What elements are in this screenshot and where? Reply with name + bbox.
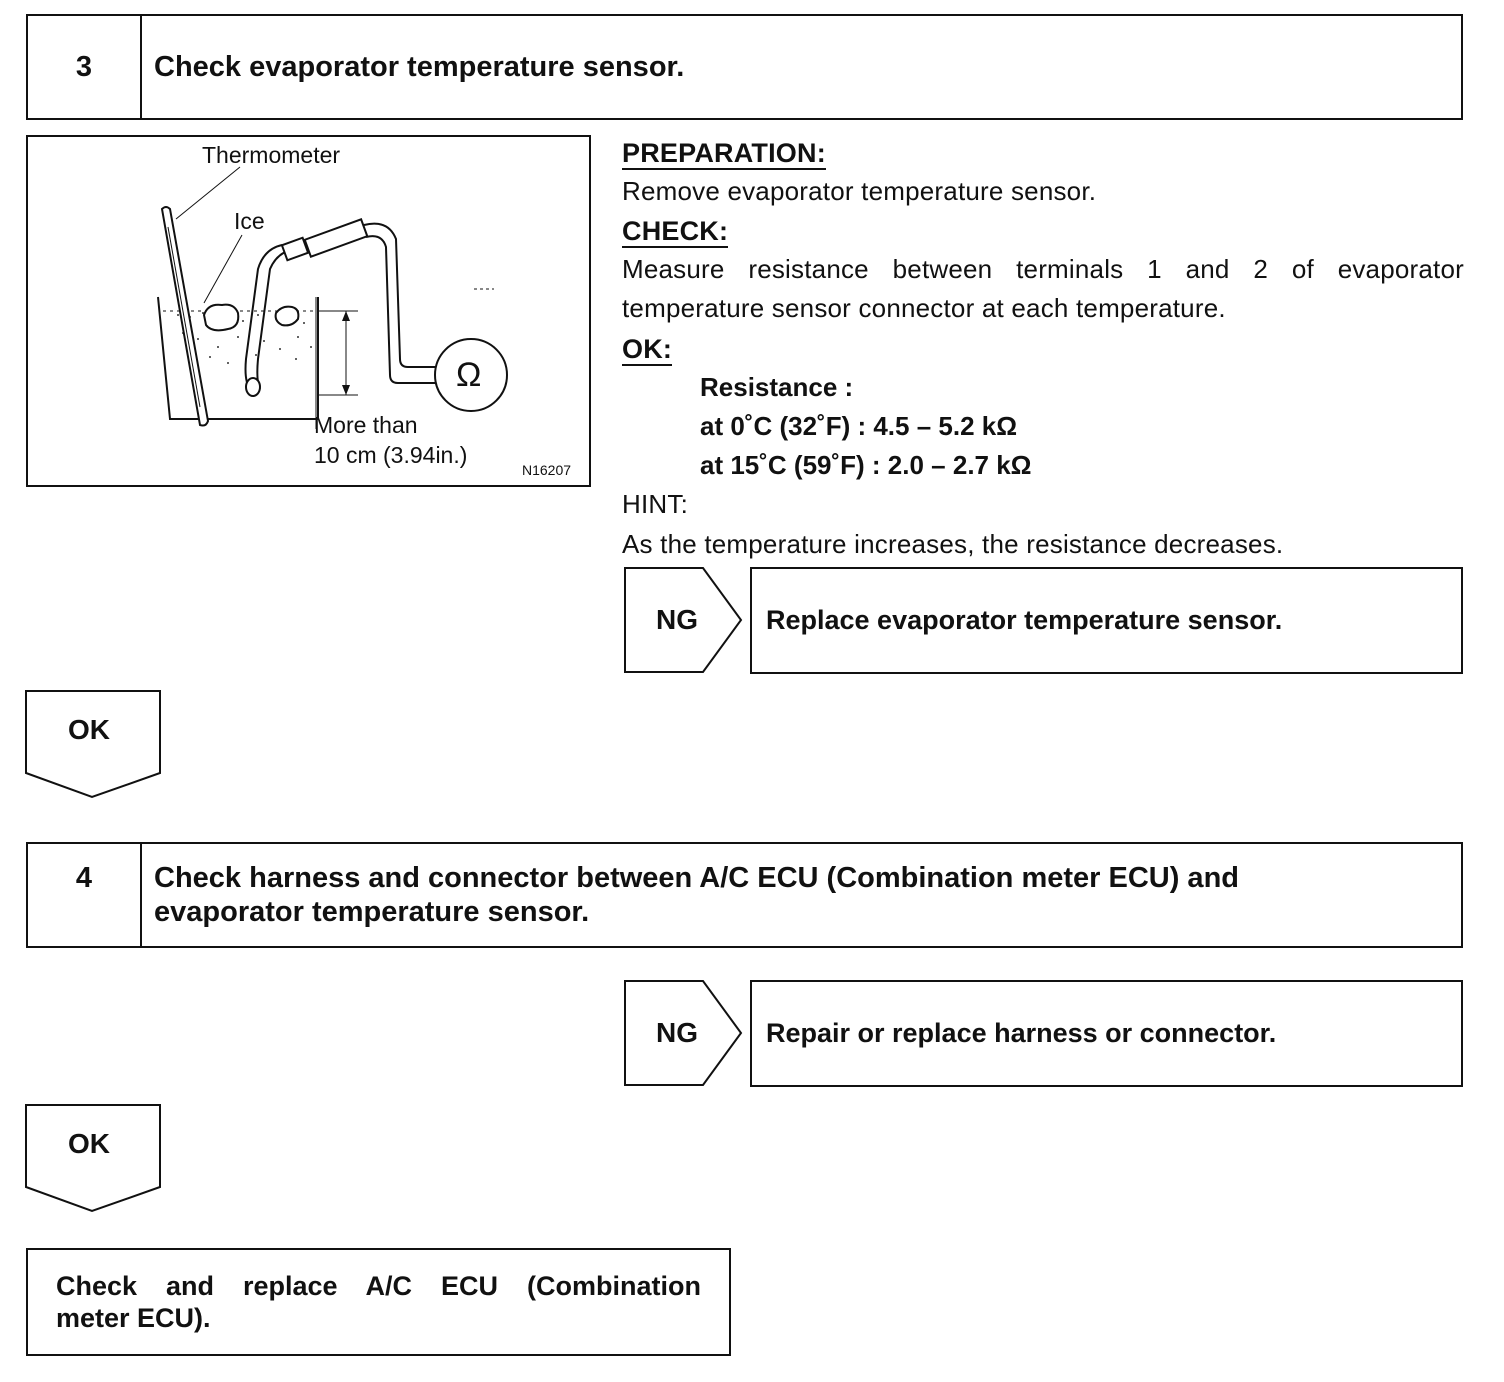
hint-text: As the temperature increases, the resist… — [622, 529, 1284, 559]
ng-action-text: Replace evaporator temperature sensor. — [766, 605, 1283, 635]
step-3-title: Check evaporator temperature sensor. — [154, 51, 685, 83]
step-3-number: 3 — [28, 16, 142, 118]
sensor-test-figure: Thermometer Ice More than 10 cm (3.94in.… — [26, 135, 591, 487]
check-heading: CHECK: — [622, 216, 729, 248]
ok-heading-row: OK: — [622, 330, 1464, 369]
temperature-sensor — [244, 218, 436, 397]
ok-arrow-shape — [25, 1104, 161, 1213]
preparation-heading-row: PREPARATION: — [622, 134, 1464, 173]
ok-heading: OK: — [622, 334, 673, 366]
final-action-line-2: meter ECU). — [56, 1303, 211, 1333]
check-text-line-1: Measure resistance between terminals 1 a… — [622, 254, 1464, 284]
final-action-box: Check and replace A/C ECU (Combination m… — [26, 1248, 731, 1356]
step-4-title-line-1: Check harness and connector between A/C … — [154, 862, 1239, 894]
preparation-text: Remove evaporator temperature sensor. — [622, 176, 1097, 206]
depth-label-line-1: More than — [314, 412, 418, 438]
ice-water-container — [157, 296, 319, 420]
ng-tag-shape — [624, 567, 743, 673]
ok-tag-label: OK — [68, 1128, 110, 1159]
spec-title: Resistance : — [700, 372, 854, 402]
final-action-line-1: Check and replace A/C ECU (Combination — [56, 1271, 701, 1301]
ng-action-box: Repair or replace harness or connector. — [750, 980, 1463, 1087]
step-4-title-line-2: evaporator temperature sensor. — [154, 896, 590, 928]
ice-cube — [274, 305, 300, 327]
ok-arrow-shape — [25, 690, 161, 799]
thermometer-label: Thermometer — [202, 142, 341, 168]
ice-label: Ice — [234, 208, 265, 234]
ng-action-text: Repair or replace harness or connector. — [766, 1018, 1277, 1048]
step-4-title: Check harness and connector between A/C … — [154, 844, 1441, 946]
ok-tag-label: OK — [68, 714, 110, 745]
step-4-number: 4 — [28, 844, 142, 946]
step-3-header: 3 Check evaporator temperature sensor. — [26, 14, 1463, 120]
preparation-heading: PREPARATION: — [622, 138, 826, 170]
ohm-symbol: Ω — [456, 356, 482, 394]
ng-tag-shape — [624, 980, 743, 1086]
thermometer — [160, 206, 210, 427]
ng-action-box: Replace evaporator temperature sensor. — [750, 567, 1463, 674]
ohmmeter — [434, 338, 508, 412]
hint-heading: HINT: — [622, 489, 688, 519]
spec-row-15c: at 15˚C (59˚F) : 2.0 – 2.7 kΩ — [700, 450, 1032, 480]
spec-row-0c: at 0˚C (32˚F) : 4.5 – 5.2 kΩ — [700, 411, 1018, 441]
check-heading-row: CHECK: — [622, 212, 1464, 251]
figure-code: N16207 — [522, 462, 572, 478]
ng-tag-label: NG — [656, 1017, 698, 1048]
depth-label-line-2: 10 cm (3.94in.) — [314, 442, 468, 468]
sensor-test-illustration — [157, 166, 508, 429]
ice-cube — [202, 303, 240, 332]
step-4-header: 4 Check harness and connector between A/… — [26, 842, 1463, 948]
check-text-line-2: temperature sensor connector at each tem… — [622, 293, 1226, 323]
ng-tag-label: NG — [656, 604, 698, 635]
